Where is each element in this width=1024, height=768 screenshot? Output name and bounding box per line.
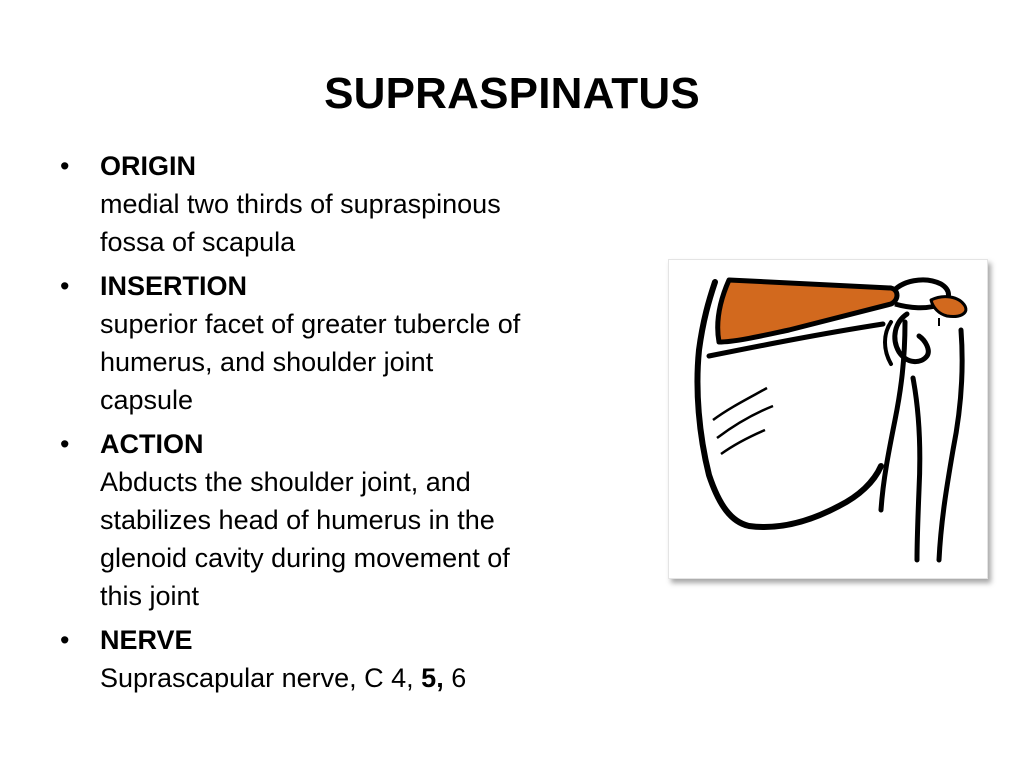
- fossa-stroke-1: [712, 386, 768, 422]
- supraspinatus-muscle: [715, 277, 900, 345]
- action-line-1: Abducts the shoulder joint, and: [100, 467, 471, 497]
- nerve-line: Suprascapular nerve, C 4, 5, 6: [100, 659, 660, 697]
- bullet-glyph: •: [60, 429, 70, 459]
- origin-line-2: fossa of scapula: [100, 227, 296, 257]
- nerve-text-before: Suprascapular nerve, C 4,: [100, 663, 422, 693]
- scapula-body-outline: [694, 279, 884, 530]
- fossa-stroke-3: [720, 428, 766, 456]
- humerus-shaft-left: [910, 375, 923, 563]
- nerve-text-bold: 5,: [421, 663, 444, 693]
- bullet-glyph: •: [60, 625, 70, 655]
- origin-line-1: medial two thirds of supraspinous: [100, 189, 501, 219]
- bullet-action: • ACTION Abducts the shoulder joint, and…: [60, 425, 660, 615]
- nerve-heading: NERVE: [100, 625, 193, 655]
- bullet-insertion: • INSERTION superior facet of greater tu…: [60, 267, 660, 419]
- humerus-shaft-right: [936, 327, 965, 563]
- scapular-spine: [706, 321, 886, 359]
- bullet-list: • ORIGIN medial two thirds of supraspino…: [60, 147, 660, 703]
- glenoid-notch: [883, 320, 893, 366]
- nerve-text-after: 6: [443, 663, 467, 693]
- scapula-drawing: [694, 277, 968, 563]
- scapula-illustration: [668, 259, 988, 579]
- bullet-nerve: • NERVE Suprascapular nerve, C 4, 5, 6: [60, 621, 660, 697]
- slide-title: SUPRASPINATUS: [324, 69, 700, 118]
- action-line-4: this joint: [100, 581, 200, 611]
- insertion-line-1: superior facet of greater tubercle of: [100, 309, 521, 339]
- action-line-2: stabilizes head of humerus in the: [100, 505, 495, 535]
- action-heading: ACTION: [100, 429, 204, 459]
- action-line-3: glenoid cavity during movement of: [100, 543, 510, 573]
- bullet-glyph: •: [60, 151, 70, 181]
- insertion-heading: INSERTION: [100, 271, 248, 301]
- supraspinatus-tendon: [929, 295, 968, 318]
- insertion-line-2: humerus, and shoulder joint: [100, 347, 434, 377]
- bullet-origin: • ORIGIN medial two thirds of supraspino…: [60, 147, 660, 261]
- fossa-stroke-2: [716, 404, 774, 440]
- insertion-line-3: capsule: [100, 385, 194, 415]
- humeral-head: [892, 311, 931, 364]
- bullet-glyph: •: [60, 271, 70, 301]
- origin-heading: ORIGIN: [100, 151, 197, 181]
